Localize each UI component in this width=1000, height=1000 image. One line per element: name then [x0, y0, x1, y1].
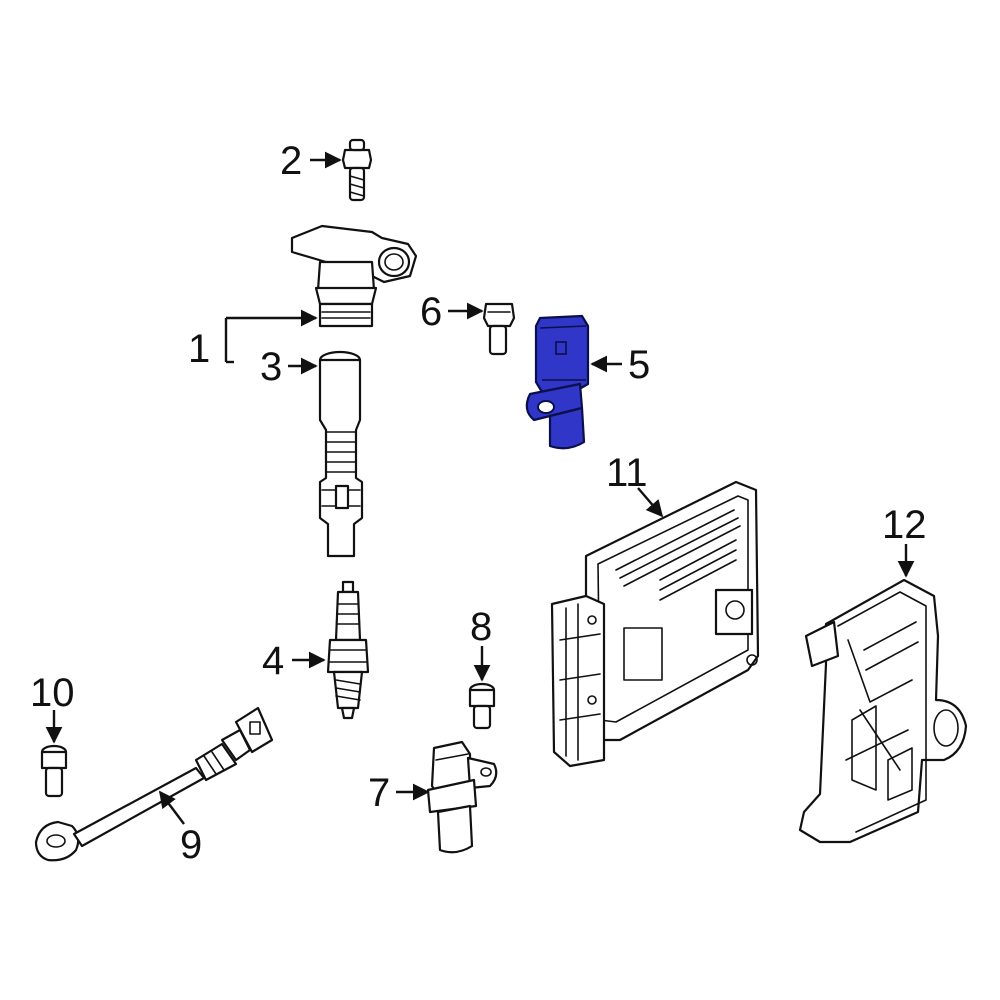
ignition-coil-head[interactable] — [290, 224, 418, 328]
callout-7: 7 — [368, 771, 390, 815]
ecu-part-11[interactable] — [550, 480, 760, 768]
bolt-part-2[interactable] — [341, 138, 373, 202]
position-sensor-part-5[interactable] — [525, 314, 590, 450]
coil-boot-part-3[interactable] — [318, 350, 364, 558]
callout-10: 10 — [30, 671, 75, 715]
callout-5: 5 — [628, 343, 650, 387]
callout-11: 11 — [606, 451, 648, 495]
knock-sensor-part-9[interactable] — [34, 706, 274, 862]
callout-3: 3 — [260, 345, 282, 389]
callout-1: 1 — [188, 327, 210, 371]
callout-6: 6 — [420, 290, 442, 334]
bracket-part-12[interactable] — [798, 578, 968, 844]
callout-4: 4 — [262, 639, 284, 683]
bolt-part-8[interactable] — [468, 682, 496, 730]
callout-12: 12 — [882, 503, 927, 547]
callout-9: 9 — [180, 823, 202, 867]
callout-2: 2 — [280, 139, 302, 183]
spark-plug-part-4[interactable] — [326, 580, 370, 720]
callout-8: 8 — [470, 605, 492, 649]
bolt-part-10[interactable] — [40, 744, 68, 798]
bolt-part-6[interactable] — [482, 302, 516, 356]
cam-sensor-part-7[interactable] — [426, 740, 498, 854]
leader-lines — [45, 151, 915, 825]
